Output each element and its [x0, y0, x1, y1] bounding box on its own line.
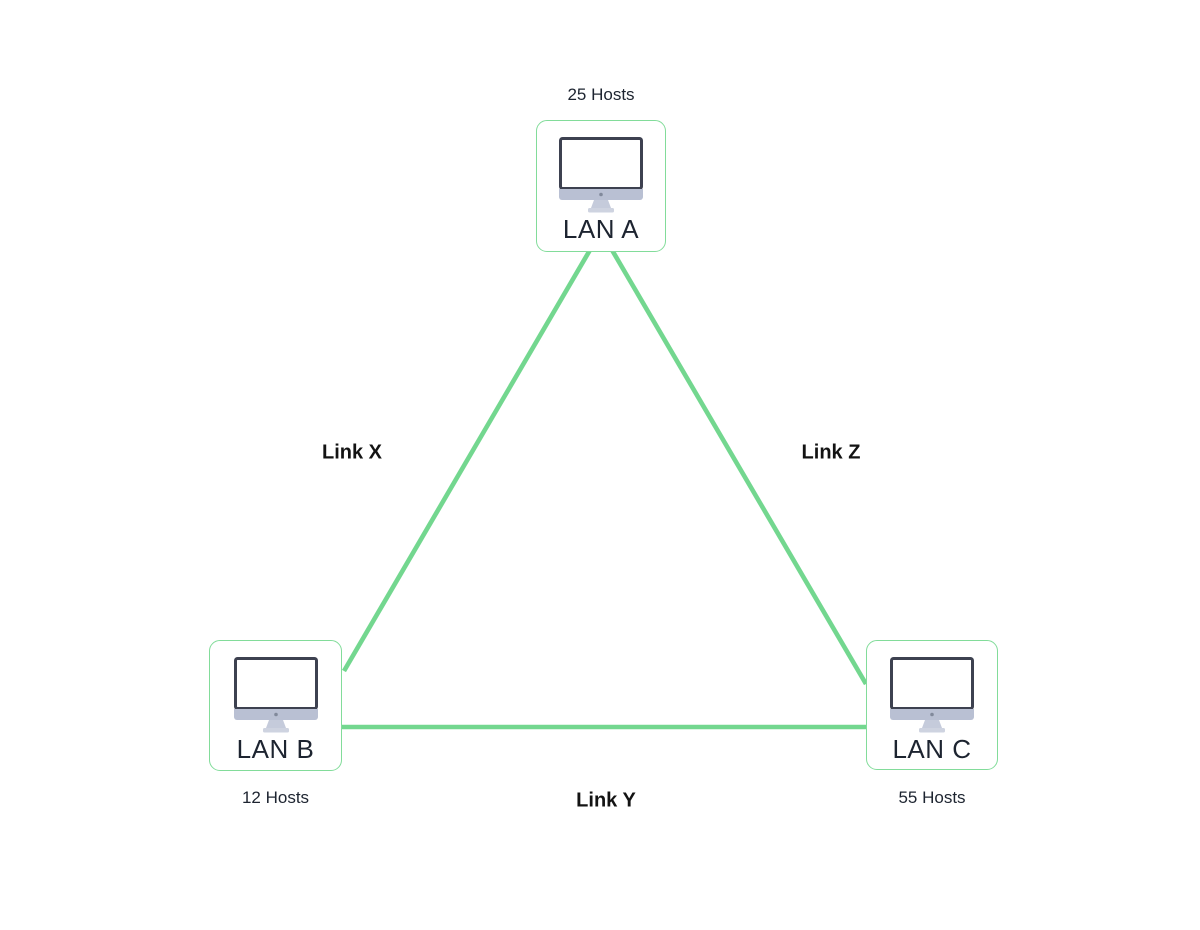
- link-x-label: Link X: [321, 441, 383, 464]
- node-lan-a: LAN A: [536, 120, 666, 252]
- host-count-lan-a: 25 Hosts: [567, 85, 635, 104]
- link-x-line: [342, 248, 592, 673]
- node-lan-b: LAN B: [209, 640, 342, 771]
- node-label-lan-a: LAN A: [562, 214, 640, 244]
- desktop-computer-icon: [890, 657, 974, 733]
- link-y-label: Link Y: [576, 789, 636, 812]
- desktop-computer-icon: [559, 137, 643, 213]
- host-count-lan-c: 55 Hosts: [898, 788, 966, 807]
- desktop-computer-icon: [233, 657, 318, 733]
- link-z-line: [610, 248, 868, 686]
- node-lan-c: LAN C: [866, 640, 998, 770]
- host-count-lan-b: 12 Hosts: [241, 788, 310, 807]
- link-z-label: Link Z: [801, 441, 861, 464]
- node-label-lan-c: LAN C: [892, 734, 972, 764]
- node-label-lan-b: LAN B: [236, 734, 315, 764]
